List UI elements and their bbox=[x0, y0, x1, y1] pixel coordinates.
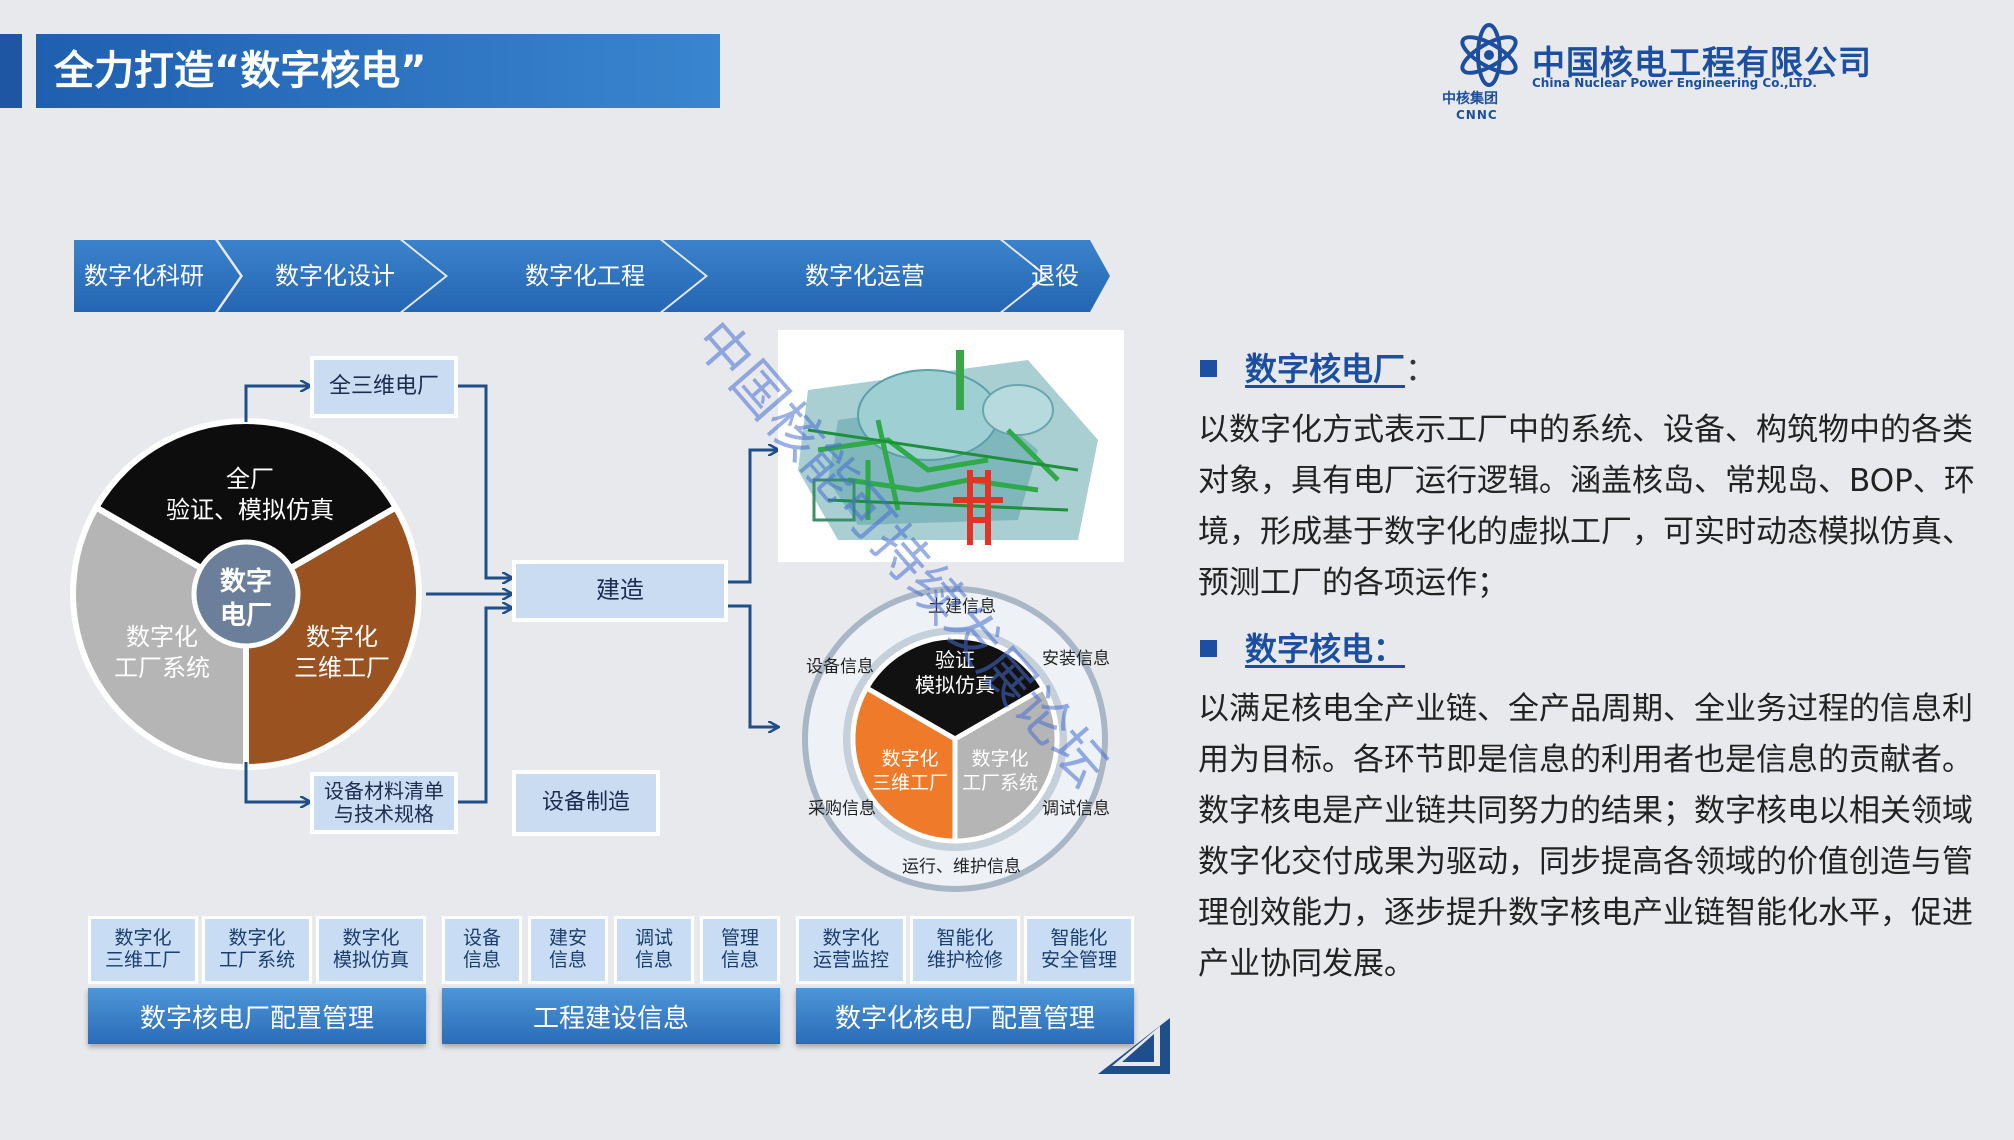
left-wheel-left-label: 数字化 工厂系统 bbox=[114, 623, 210, 683]
ring-label-procurement: 采购信息 bbox=[808, 799, 876, 819]
cell-commissioning-info: 调试 信息 bbox=[614, 916, 694, 984]
stage-chevron-3 bbox=[403, 240, 705, 312]
stage-chevrons bbox=[74, 240, 1110, 312]
cell-management-info: 管理 信息 bbox=[700, 916, 780, 984]
logo-group-en: CNNC bbox=[1456, 108, 1498, 122]
ring-label-commissioning: 调试信息 bbox=[1042, 799, 1110, 819]
box-equipment-list: 设备材料清单 与技术规格 bbox=[310, 772, 458, 834]
logo-group-cn: 中核集团 bbox=[1442, 91, 1498, 107]
stage-engineering: 数字化工程 bbox=[525, 262, 645, 290]
bar-plant-config: 数字核电厂配置管理 bbox=[88, 988, 426, 1044]
bullet-square-icon bbox=[1200, 359, 1217, 377]
stage-operation: 数字化运营 bbox=[805, 262, 925, 290]
title-bar: 全力打造“数字核电” bbox=[36, 34, 720, 108]
heading-digital-nuclear-text: 数字核电： bbox=[1245, 630, 1406, 668]
logo-company-cn: 中国核电工程有限公司 bbox=[1532, 43, 1872, 82]
heading-digital-plant-text: 数字核电厂 bbox=[1245, 350, 1406, 388]
ring-label-operation: 运行、维护信息 bbox=[902, 857, 1021, 877]
left-wheel-center-label: 数字 电厂 bbox=[219, 567, 272, 631]
box-construction: 建造 bbox=[512, 560, 728, 622]
stage-research: 数字化科研 bbox=[84, 262, 204, 290]
title-accent bbox=[0, 34, 22, 108]
stage-decommission: 退役 bbox=[1031, 262, 1079, 290]
cell-operation-monitor: 数字化 运营监控 bbox=[796, 916, 906, 984]
bar-digital-config: 数字化核电厂配置管理 bbox=[796, 988, 1134, 1044]
left-wheel-right-label: 数字化 三维工厂 bbox=[294, 623, 390, 683]
stage-design: 数字化设计 bbox=[275, 262, 395, 290]
right-wheel-diagram bbox=[802, 586, 1108, 892]
cell-maintenance: 智能化 维护检修 bbox=[910, 916, 1020, 984]
right-wheel-segment-right bbox=[952, 684, 1060, 844]
stage-chevron-2 bbox=[218, 240, 445, 312]
company-logo: 中核集团 CNNC 中国核电工程有限公司 China Nuclear Power… bbox=[1440, 20, 1871, 130]
cell-safety: 智能化 安全管理 bbox=[1024, 916, 1134, 984]
cell-3d-plant: 数字化 三维工厂 bbox=[88, 916, 198, 984]
right-wheel-segment-left bbox=[850, 684, 958, 844]
plant-3d-image bbox=[778, 330, 1124, 562]
cell-plant-system: 数字化 工厂系统 bbox=[202, 916, 312, 984]
stage-chevron-4 bbox=[663, 240, 1045, 312]
heading-digital-nuclear: 数字核电： bbox=[1200, 624, 1405, 670]
heading-digital-plant: 数字核电厂： bbox=[1200, 344, 1437, 390]
box-3d-plant: 全三维电厂 bbox=[310, 356, 458, 418]
para-digital-nuclear: 以满足核电全产业链、全产品周期、全业务过程的信息利用为目标。各环节即是信息的利用… bbox=[1198, 691, 1973, 982]
corner-decoration bbox=[1098, 1018, 1170, 1074]
heading-digital-plant-colon: ： bbox=[1405, 350, 1438, 388]
bullet-square-icon bbox=[1200, 639, 1217, 657]
stage-chevron-5 bbox=[1003, 240, 1110, 312]
logo-company-en: China Nuclear Power Engineering Co.,LTD. bbox=[1532, 76, 1817, 90]
ring-label-equipment: 设备信息 bbox=[806, 657, 874, 677]
atom-icon bbox=[1460, 23, 1518, 87]
right-wheel-left-label: 数字化 三维工厂 bbox=[871, 748, 948, 794]
cell-simulation: 数字化 模拟仿真 bbox=[316, 916, 426, 984]
cell-construction-info: 建安 信息 bbox=[528, 916, 608, 984]
ring-label-installation: 安装信息 bbox=[1042, 649, 1110, 669]
right-wheel-top-label: 验证 模拟仿真 bbox=[915, 648, 995, 697]
cell-equipment-info: 设备 信息 bbox=[442, 916, 522, 984]
box-manufacturing: 设备制造 bbox=[512, 770, 660, 836]
stage-chevron-1 bbox=[74, 240, 240, 312]
left-wheel-diagram bbox=[70, 418, 422, 771]
ring-label-civil: 土建信息 bbox=[928, 597, 996, 617]
para-digital-plant: 以数字化方式表示工厂中的系统、设备、构筑物中的各类对象，具有电厂运行逻辑。涵盖核… bbox=[1198, 412, 1975, 601]
bar-construction-info: 工程建设信息 bbox=[442, 988, 780, 1044]
right-wheel-right-label: 数字化 工厂系统 bbox=[961, 748, 1038, 794]
left-wheel-top-label: 全厂 验证、模拟仿真 bbox=[166, 465, 334, 525]
page-title: 全力打造“数字核电” bbox=[54, 48, 427, 94]
